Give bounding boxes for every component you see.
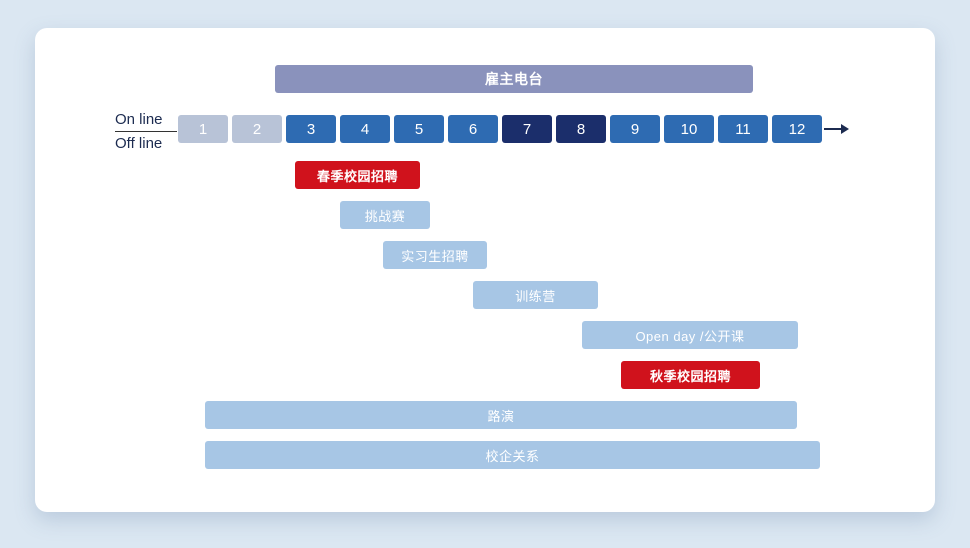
month-box-1: 1 xyxy=(178,115,228,143)
gantt-bar-challenge-competition: 挑战赛 xyxy=(340,201,430,229)
month-box-3: 3 xyxy=(286,115,336,143)
month-box-9: 9 xyxy=(610,115,660,143)
timeline-arrow-icon xyxy=(824,124,849,134)
offline-lane-label: Off line xyxy=(115,135,163,152)
lane-labels: On line Off line xyxy=(115,111,177,152)
gantt-bar-spring-campus-recruitment: 春季校园招聘 xyxy=(295,161,420,189)
month-box-12: 12 xyxy=(772,115,822,143)
online-lane-label: On line xyxy=(115,111,177,132)
gantt-bar-open-day: Open day /公开课 xyxy=(582,321,798,349)
gantt-bar-school-enterprise-relations: 校企关系 xyxy=(205,441,820,469)
gantt-bar-training-camp: 训练营 xyxy=(473,281,598,309)
month-box-7: 7 xyxy=(502,115,552,143)
gantt-bar-autumn-campus-recruitment: 秋季校园招聘 xyxy=(621,361,760,389)
month-box-2: 2 xyxy=(232,115,282,143)
gantt-bar-employer-radio: 雇主电台 xyxy=(275,65,753,93)
gantt-bar-roadshow: 路演 xyxy=(205,401,797,429)
month-box-5: 5 xyxy=(394,115,444,143)
month-box-6: 6 xyxy=(448,115,498,143)
gantt-bar-intern-recruitment: 实习生招聘 xyxy=(383,241,487,269)
timeline-card: 雇主电台 On line Off line 1 2 3 4 5 6 7 8 9 … xyxy=(35,28,935,512)
month-box-8: 8 xyxy=(556,115,606,143)
month-box-11: 11 xyxy=(718,115,768,143)
month-box-10: 10 xyxy=(664,115,714,143)
month-box-4: 4 xyxy=(340,115,390,143)
